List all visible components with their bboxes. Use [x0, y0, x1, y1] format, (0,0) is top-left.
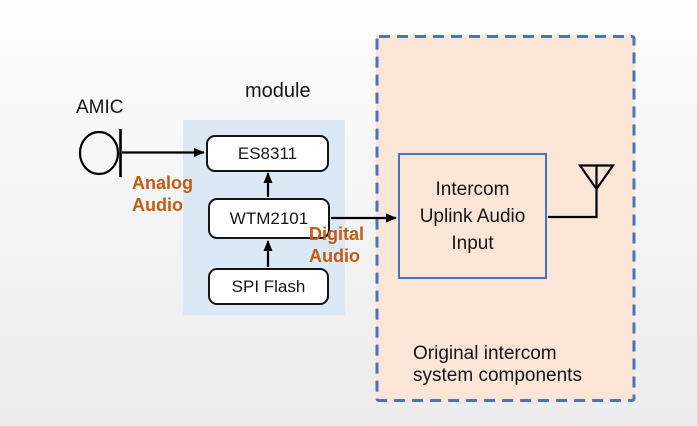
analog-audio-line2: Audio: [132, 195, 183, 215]
es8311-label: ES8311: [237, 143, 298, 163]
spi-flash-block: SPI Flash: [208, 268, 329, 305]
module-label: module: [245, 80, 311, 102]
digital-audio-line1: Digital: [309, 224, 365, 244]
intercom-area-caption: Original intercom system components: [413, 343, 582, 387]
intercom-line2: Uplink Audio: [419, 205, 526, 227]
caption-line2: system components: [413, 365, 582, 386]
amic-label: AMIC: [76, 97, 124, 118]
wtm2101-label: WTM2101: [229, 208, 309, 228]
intercom-uplink-input-block: Intercom Uplink Audio Input: [398, 153, 547, 279]
intercom-line1: Intercom: [435, 178, 510, 200]
analog-audio-label: Analog Audio: [132, 172, 193, 216]
analog-audio-line1: Analog: [132, 173, 193, 193]
digital-audio-line2: Audio: [309, 246, 360, 266]
digital-audio-label: Digital Audio: [309, 223, 364, 267]
es8311-block: ES8311: [206, 135, 329, 172]
spi-flash-label: SPI Flash: [231, 276, 306, 296]
intercom-system-area: Intercom Uplink Audio Input Original int…: [376, 35, 635, 402]
microphone-icon: [78, 129, 122, 177]
wtm2101-block: WTM2101: [208, 198, 330, 239]
intercom-line3: Input: [451, 232, 494, 254]
caption-line1: Original intercom: [413, 343, 557, 364]
